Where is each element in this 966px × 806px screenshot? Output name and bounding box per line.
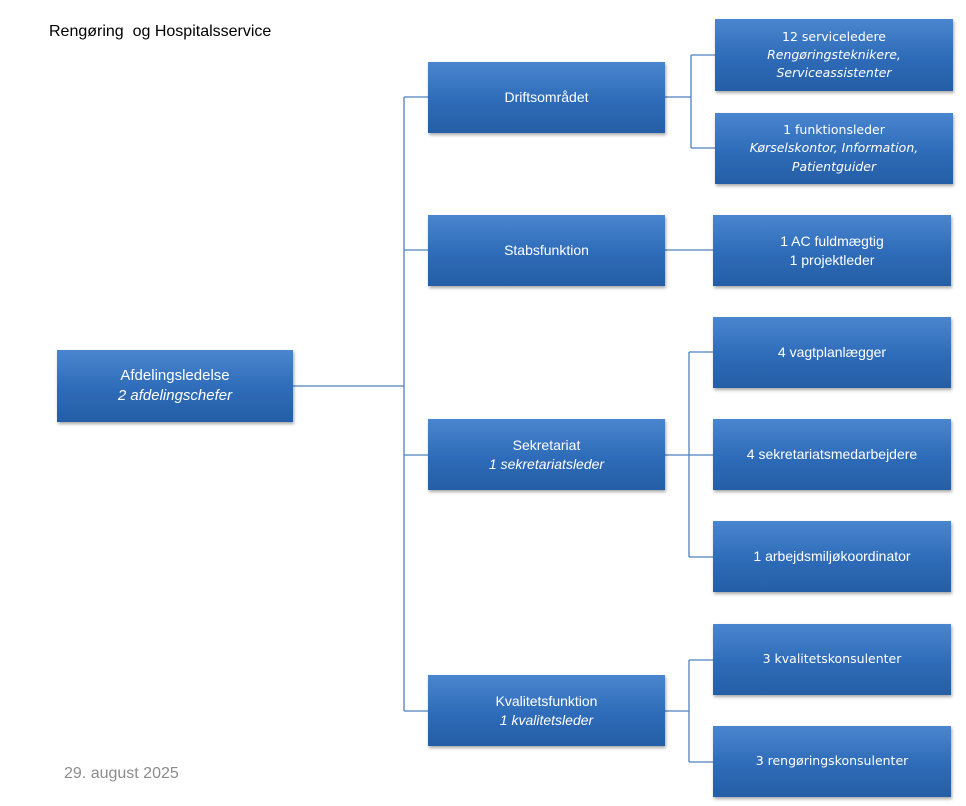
node-sekretariat: Sekretariat 1 sekretariatsleder bbox=[428, 419, 665, 490]
node-title: Afdelingsledelse bbox=[120, 366, 230, 384]
node-subtitle: 2 afdelingschefer bbox=[117, 387, 233, 404]
node-title: Driftsområdet bbox=[504, 89, 589, 106]
node-kvalitetskonsulenter: 3 kvalitetskonsulenter bbox=[713, 624, 951, 695]
node-title: 3 kvalitetskonsulenter bbox=[762, 651, 902, 667]
node-sekretariatsmedarbejdere: 4 sekretariatsmedarbejdere bbox=[713, 419, 951, 490]
node-kvalitetsfunktion: Kvalitetsfunktion 1 kvalitetsleder bbox=[428, 675, 665, 746]
node-title: Stabsfunktion bbox=[504, 242, 589, 259]
node-title: 1 AC fuldmægtig bbox=[780, 232, 884, 249]
node-stabsfunktion: Stabsfunktion bbox=[428, 215, 665, 286]
node-title: 1 funktionsleder bbox=[783, 122, 885, 138]
node-subtitle: 1 projektleder bbox=[789, 251, 875, 268]
node-rengoeringskonsulenter: 3 rengøringskonsulenter bbox=[713, 726, 951, 797]
node-ac-fuldmaegtig: 1 AC fuldmægtig 1 projektleder bbox=[713, 215, 951, 286]
node-vagtplanlaegger: 4 vagtplanlægger bbox=[713, 317, 951, 388]
node-funktionsleder: 1 funktionsleder Kørselskontor, Informat… bbox=[715, 113, 953, 184]
node-subtitle: Kørselskontor, Information, Patientguide… bbox=[749, 140, 919, 174]
node-subtitle: 1 kvalitetsleder bbox=[499, 711, 594, 728]
root-node-afdelingsledelse: Afdelingsledelse 2 afdelingschefer bbox=[57, 350, 293, 422]
node-subtitle: 1 sekretariatsleder bbox=[488, 455, 605, 472]
node-subtitle: Rengøringsteknikere, Serviceassistenter bbox=[767, 46, 901, 81]
node-title: 4 vagtplanlægger bbox=[777, 344, 887, 361]
footer-date: 29. august 2025 bbox=[64, 765, 179, 782]
node-title: Sekretariat bbox=[512, 436, 581, 453]
node-arbejdsmiljoekoordinator: 1 arbejdsmiljøkoordinator bbox=[713, 521, 951, 592]
node-title: 3 rengøringskonsulenter bbox=[755, 753, 909, 769]
node-serviceledere: 12 serviceledere Rengøringsteknikere, Se… bbox=[715, 19, 953, 91]
node-title: Kvalitetsfunktion bbox=[495, 692, 598, 709]
node-driftsomraadet: Driftsområdet bbox=[428, 62, 665, 133]
node-title: 1 arbejdsmiljøkoordinator bbox=[753, 548, 911, 565]
node-title: 4 sekretariatsmedarbejdere bbox=[746, 446, 918, 463]
node-title: 12 serviceledere bbox=[782, 28, 886, 44]
page-title: Rengøring og Hospitalsservice bbox=[49, 23, 272, 40]
